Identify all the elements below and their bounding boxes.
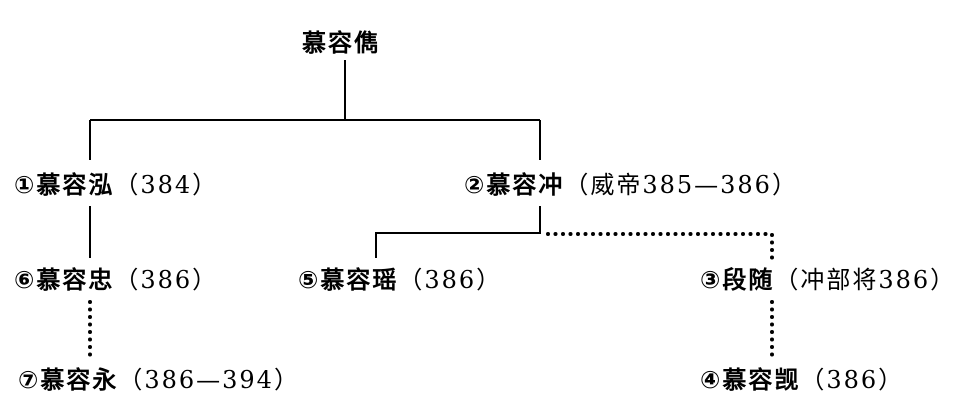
node-number: ②: [464, 171, 487, 199]
node-note: （威帝385—386）: [564, 171, 798, 199]
node-number: ⑤: [298, 266, 321, 294]
node-note: （386）: [398, 266, 503, 294]
node-number: ③: [700, 266, 723, 294]
root-node: 慕容儁: [302, 28, 380, 58]
node-note: （386）: [114, 266, 219, 294]
connector-2-to-5: [375, 206, 541, 258]
node-2: ②慕容冲（威帝385—386）: [464, 170, 798, 200]
node-3: ③段随（冲部将386）: [700, 265, 956, 295]
node-7: ⑦慕容永（386—394）: [18, 365, 300, 395]
node-number: ⑦: [18, 366, 41, 394]
node-1: ①慕容泓（384）: [14, 170, 218, 200]
node-note: （386—394）: [118, 366, 300, 394]
node-note: （386）: [800, 366, 905, 394]
node-number: ⑥: [14, 266, 37, 294]
node-name: 慕容忠: [36, 266, 115, 294]
node-5: ⑤慕容瑶（386）: [298, 265, 502, 295]
node-number: ①: [14, 171, 37, 199]
node-name: 段随: [722, 266, 775, 294]
node-note: （384）: [114, 171, 219, 199]
node-6: ⑥慕容忠（386）: [14, 265, 218, 295]
node-number: ④: [700, 366, 723, 394]
node-name: 慕容瑶: [320, 266, 399, 294]
root-name: 慕容儁: [302, 29, 380, 57]
node-name: 慕容冲: [486, 171, 565, 199]
node-4: ④慕容觊（386）: [700, 365, 904, 395]
root-connector: [89, 60, 541, 160]
node-note: （冲部将386）: [774, 266, 957, 294]
node-name: 慕容永: [40, 366, 119, 394]
node-name: 慕容觊: [722, 366, 801, 394]
node-name: 慕容泓: [36, 171, 115, 199]
dotted-connector-2-to-3: [546, 232, 774, 260]
